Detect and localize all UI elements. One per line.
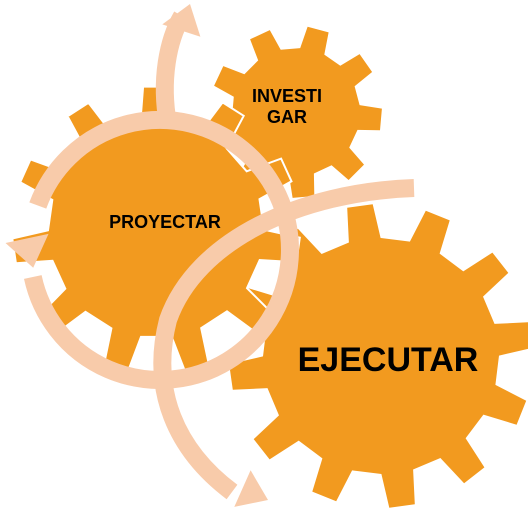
investigar-label-line-1: INVESTI [251,86,322,106]
investigar-label-line-2: GAR [267,107,307,127]
investigar-up-arrow-icon [155,4,201,126]
proyectar-cycle-arrow-icon [5,110,299,389]
proyectar-gear-icon [12,86,300,372]
investigar-label: INVESTI GAR [232,86,342,128]
proyectar-label: PROYECTAR [109,212,221,232]
ejecutar-label: EJECUTAR [297,341,479,379]
ejecutar-gear-icon [229,204,528,508]
ejecutar-sweep-arrow-icon [153,179,415,507]
proyectar-gear-outline [11,85,301,373]
